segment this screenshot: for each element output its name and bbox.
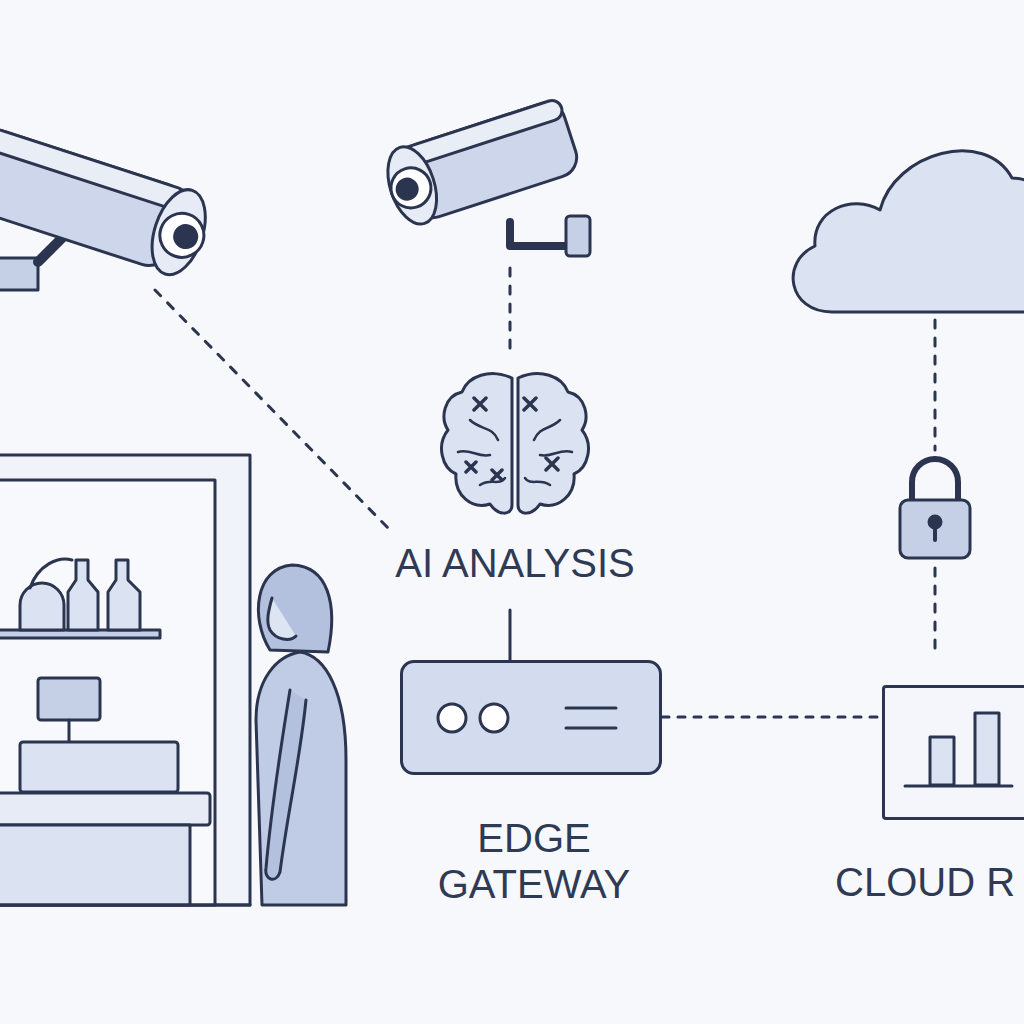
camera-body xyxy=(0,125,189,212)
security-camera xyxy=(0,123,217,282)
register-stand xyxy=(68,720,71,742)
node-label: EDGE GATEWAY xyxy=(384,815,684,907)
counter-top xyxy=(0,793,210,825)
bottle xyxy=(68,560,98,630)
camera-body xyxy=(397,98,582,223)
chart-axis xyxy=(905,785,1012,788)
camera-link xyxy=(509,268,512,350)
node-label: AI ANALYSIS xyxy=(380,540,650,586)
vent-line xyxy=(566,727,616,730)
camera-lens xyxy=(154,208,209,263)
camera-mount xyxy=(0,258,38,290)
brain-fold xyxy=(458,420,572,485)
connector-line xyxy=(509,610,512,660)
camera-lens xyxy=(172,223,200,251)
register-screen xyxy=(38,678,100,720)
node-label: CLOUD R xyxy=(835,859,1024,905)
bar xyxy=(975,713,999,785)
brain-node xyxy=(466,398,558,480)
bar xyxy=(930,737,954,785)
lock-keyhole xyxy=(933,524,937,540)
cloud-icon xyxy=(793,151,1024,312)
shopper-face xyxy=(268,598,296,639)
vent-line xyxy=(566,707,616,710)
node-box: AI ANALYSIS xyxy=(380,360,650,610)
shopper-body xyxy=(256,652,346,905)
shopper-arm xyxy=(266,690,306,879)
camera-mount xyxy=(510,222,570,246)
shopper-hair xyxy=(258,565,331,652)
bottle xyxy=(108,560,140,630)
cloud-link xyxy=(934,568,937,655)
cash-register xyxy=(20,742,178,792)
camera-lens xyxy=(395,177,420,202)
lock-keyhole xyxy=(929,516,941,528)
status-light xyxy=(438,704,466,732)
shop-frame xyxy=(0,455,250,905)
camera-mount xyxy=(38,230,70,262)
camera-mount xyxy=(566,216,590,256)
security-camera xyxy=(379,96,583,230)
floor-line xyxy=(0,904,250,907)
shop-wall xyxy=(0,480,215,905)
camera-front xyxy=(142,183,215,282)
camera-lens xyxy=(386,163,436,213)
connector-line xyxy=(662,716,882,719)
counter xyxy=(0,825,190,905)
jar xyxy=(20,583,64,630)
brain-icon xyxy=(518,374,588,514)
camera-body xyxy=(397,98,565,170)
lock-body xyxy=(900,500,970,558)
lock-shackle xyxy=(912,459,958,502)
camera-body xyxy=(0,125,189,271)
cloud-link xyxy=(934,320,937,450)
brain-icon xyxy=(442,374,512,514)
node-box: CLOUD R xyxy=(882,685,1024,820)
camera-front xyxy=(379,141,446,231)
jar-handle xyxy=(30,559,72,588)
camera-link xyxy=(155,290,390,530)
status-light xyxy=(480,704,508,732)
shelf xyxy=(0,630,160,638)
node-box: EDGE GATEWAY xyxy=(400,660,662,775)
